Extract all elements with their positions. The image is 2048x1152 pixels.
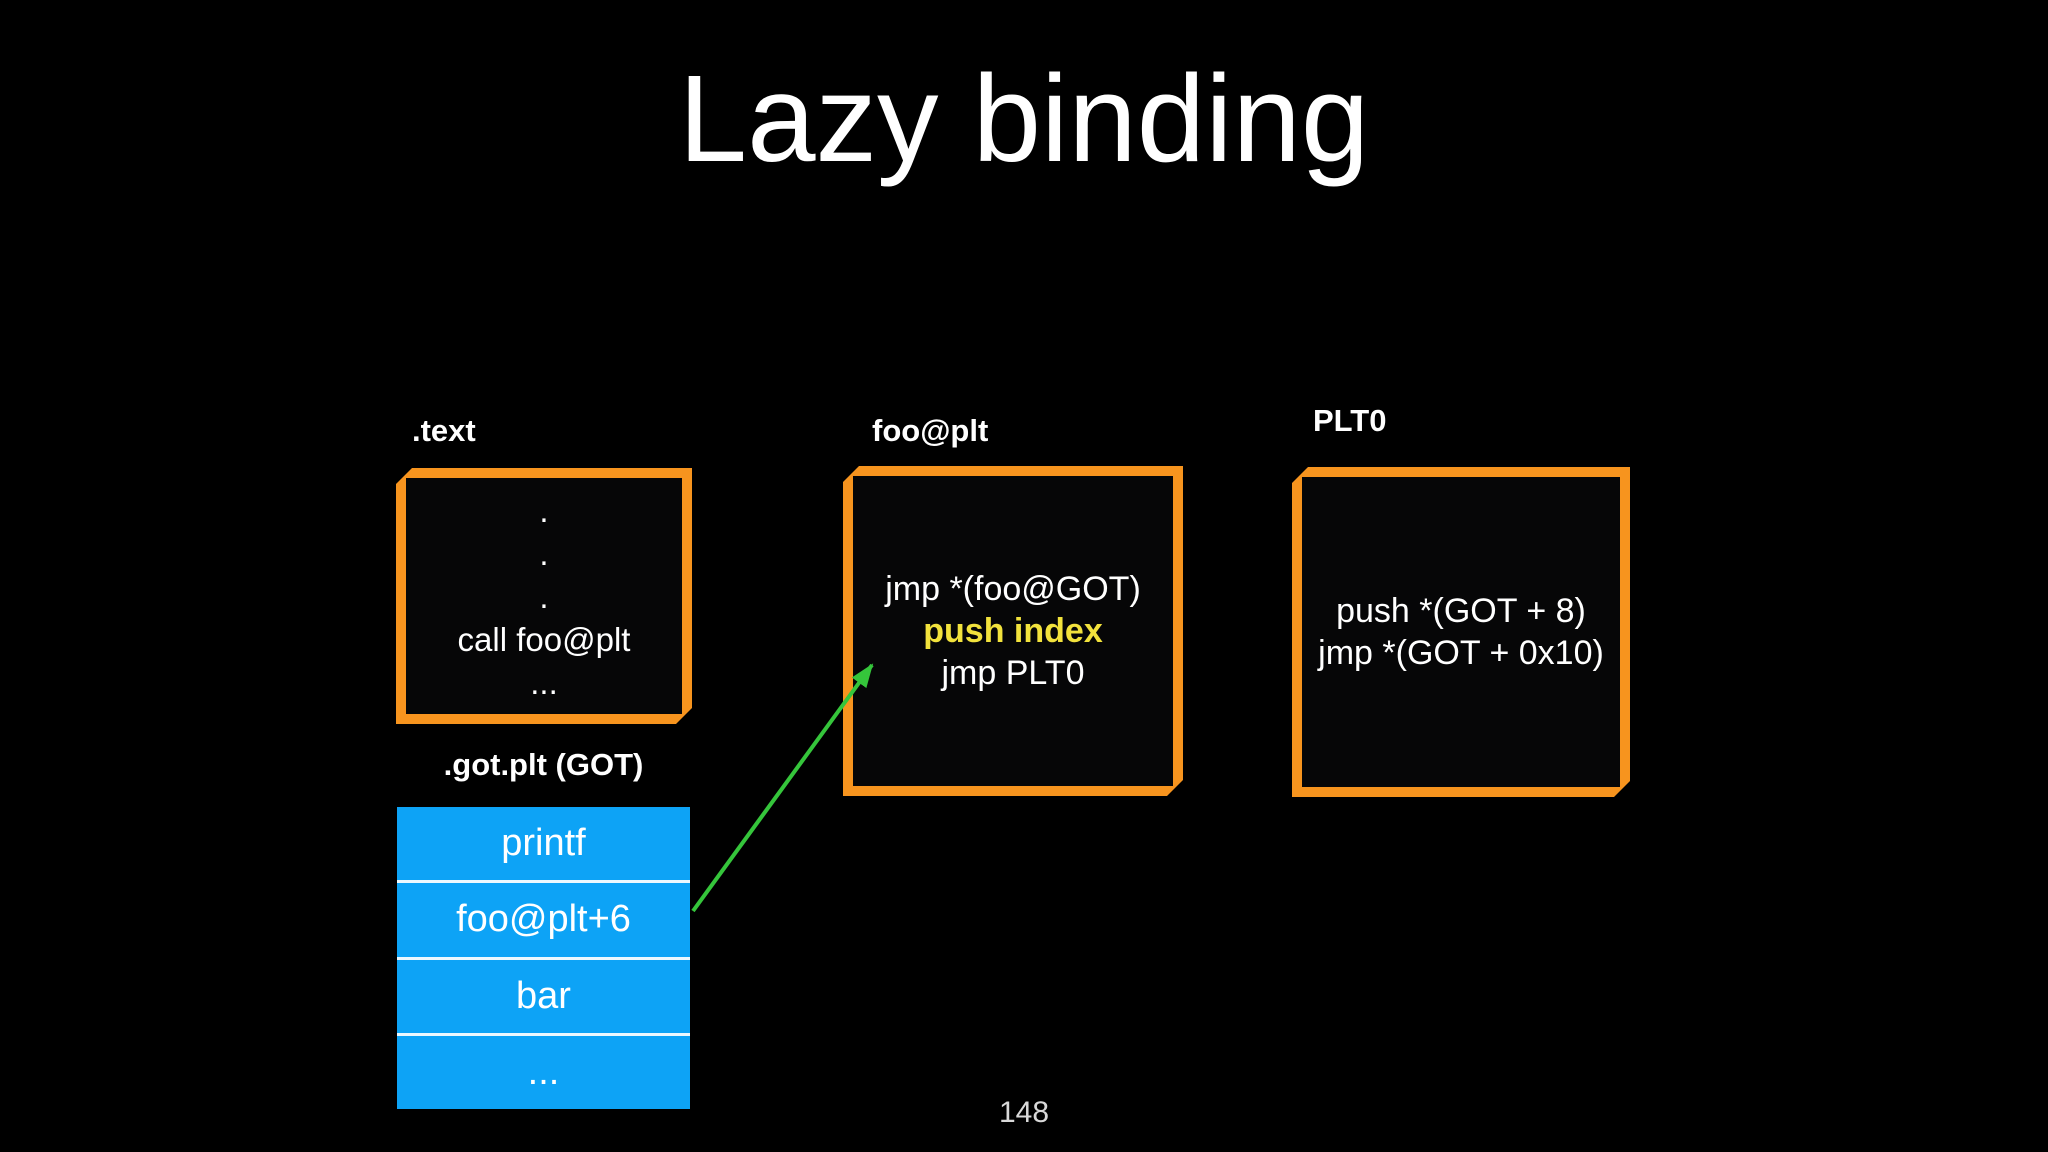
got-table: printf foo@plt+6 bar ... xyxy=(397,807,690,1109)
jmp-plt0-instruction: jmp PLT0 xyxy=(941,654,1085,692)
push-index-instruction: push index xyxy=(923,612,1103,650)
jmp-foo-got-instruction: jmp *(foo@GOT) xyxy=(885,570,1141,608)
text-section-box: . . . call foo@plt ... xyxy=(396,468,692,724)
got-row-ellipsis: ... xyxy=(397,1032,690,1109)
plt0-label: PLT0 xyxy=(1313,403,1387,438)
page-number: 148 xyxy=(998,1096,1050,1129)
code-dot-line: . xyxy=(539,534,549,572)
code-ellipsis-line: ... xyxy=(530,663,558,701)
got-row-printf: printf xyxy=(501,822,586,865)
jmp-got10-instruction: jmp *(GOT + 0x10) xyxy=(1318,634,1604,672)
plt0-box-content: push *(GOT + 8) jmp *(GOT + 0x10) xyxy=(1302,477,1620,787)
call-foo-plt-instruction: call foo@plt xyxy=(457,620,631,658)
push-got8-instruction: push *(GOT + 8) xyxy=(1336,592,1586,630)
foo-plt-box: jmp *(foo@GOT) push index jmp PLT0 xyxy=(843,466,1183,796)
got-row-foo-plt-6: foo@plt+6 xyxy=(397,880,690,956)
text-section-box-content: . . . call foo@plt ... xyxy=(406,478,682,714)
text-section-label: .text xyxy=(412,413,476,448)
page-title: Lazy binding xyxy=(678,51,1370,188)
foo-plt-label: foo@plt xyxy=(872,413,989,448)
code-dot-line: . xyxy=(539,577,549,615)
got-table-label: .got.plt (GOT) xyxy=(443,747,644,782)
foo-plt-box-content: jmp *(foo@GOT) push index jmp PLT0 xyxy=(853,476,1173,786)
got-row-bar: bar xyxy=(397,956,690,1033)
plt0-box: push *(GOT + 8) jmp *(GOT + 0x10) xyxy=(1292,467,1630,797)
code-dot-line: . xyxy=(539,491,549,529)
